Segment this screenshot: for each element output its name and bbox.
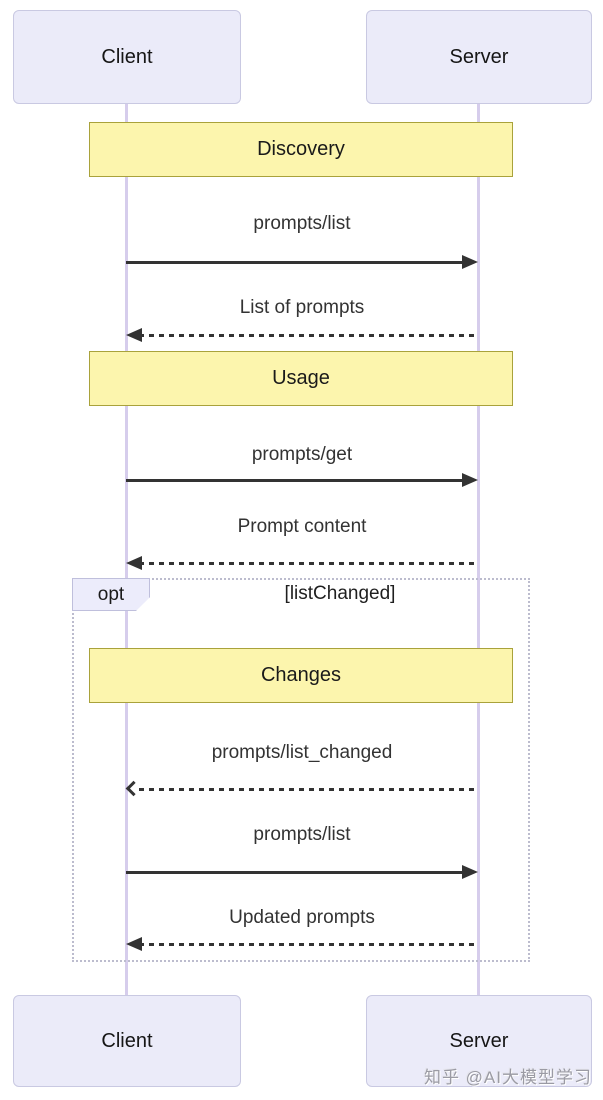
zhihu-watermark: 知乎 @AI大模型学习 [423, 1068, 592, 1087]
opt-fragment-condition: [listChanged] [284, 583, 396, 604]
arrow-line [126, 871, 465, 874]
actor-server-bottom-label: Server [449, 1029, 509, 1052]
arrow-line [126, 479, 465, 482]
message-label: Updated prompts [229, 907, 375, 928]
arrowhead-right-icon [462, 865, 478, 879]
opt-fragment-label: opt [72, 578, 150, 611]
solid-arrow-right [126, 254, 478, 270]
arrowhead-left-icon [126, 556, 142, 570]
message-label: Prompt content [237, 516, 367, 537]
banner-usage: Usage [89, 351, 513, 406]
solid-arrow-right [126, 472, 478, 488]
solid-arrow-right [126, 864, 478, 880]
message-label: prompts/list_changed [211, 742, 393, 763]
arrowhead-right-icon [462, 255, 478, 269]
arrow-line [139, 562, 478, 565]
actor-server-top: Server [366, 10, 592, 104]
arrowhead-left-icon [126, 328, 142, 342]
arrowhead-left-icon [126, 937, 142, 951]
message-label: prompts/list [253, 824, 351, 845]
opt-fragment-frame [72, 578, 530, 962]
dashed-arrow-left [126, 555, 478, 571]
arrowhead-open-left-icon [125, 780, 142, 796]
dashed-arrow-left-open [125, 780, 478, 797]
actor-client-top: Client [13, 10, 241, 104]
actor-server-top-label: Server [449, 45, 509, 68]
actor-client-bottom: Client [13, 995, 241, 1087]
actor-server-bottom: Server [366, 995, 592, 1087]
message-label: prompts/get [251, 444, 353, 465]
opt-label-text: opt [97, 583, 125, 605]
arrow-line [139, 943, 478, 946]
message-label: List of prompts [239, 297, 365, 318]
arrow-line [139, 334, 478, 337]
arrow-line [126, 261, 465, 264]
banner-usage-label: Usage [272, 367, 330, 389]
arrow-line [139, 788, 478, 791]
banner-changes-label: Changes [260, 664, 342, 686]
message-label: prompts/list [253, 213, 351, 234]
arrowhead-right-icon [462, 473, 478, 487]
client-lifeline [125, 104, 128, 997]
dashed-arrow-left [126, 936, 478, 952]
actor-client-top-label: Client [101, 45, 153, 68]
banner-discovery-label: Discovery [257, 138, 345, 160]
server-lifeline [477, 104, 480, 997]
dashed-arrow-left [126, 327, 478, 343]
actor-client-bottom-label: Client [101, 1029, 153, 1052]
banner-changes: Changes [89, 648, 513, 703]
banner-discovery: Discovery [89, 122, 513, 177]
